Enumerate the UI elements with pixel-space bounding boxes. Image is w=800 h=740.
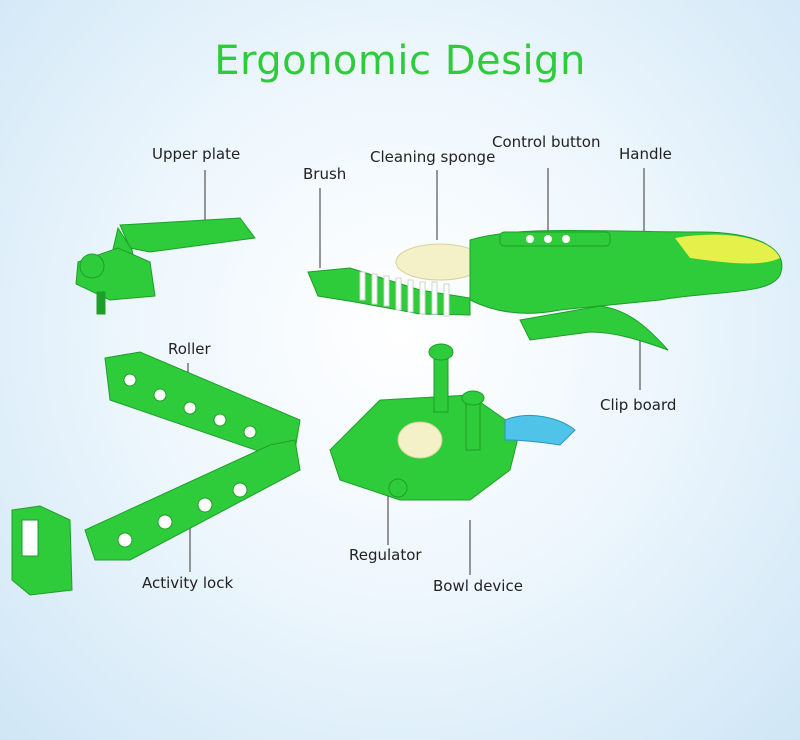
upper-plate-part (75, 217, 256, 315)
label-bowl-device: Bowl device (433, 577, 523, 595)
handle-part (469, 229, 783, 314)
label-activity-lock: Activity lock (142, 574, 234, 592)
bowl-device-part (329, 343, 576, 501)
regulator-part (388, 478, 408, 498)
label-upper-plate: Upper plate (152, 145, 241, 163)
label-handle: Handle (619, 145, 672, 163)
label-roller: Roller (168, 340, 211, 358)
diagram-title: Ergonomic Design (214, 38, 586, 84)
leader-lines (187, 168, 645, 575)
clip-board-part (519, 305, 669, 351)
label-clip-board: Clip board (600, 396, 677, 414)
label-brush: Brush (303, 165, 347, 183)
label-regulator: Regulator (349, 546, 422, 564)
brush-part (307, 267, 471, 317)
label-cleaning-sponge: Cleaning sponge (370, 148, 496, 166)
label-control-button: Control button (492, 133, 601, 151)
roller-chain-part (11, 351, 301, 596)
